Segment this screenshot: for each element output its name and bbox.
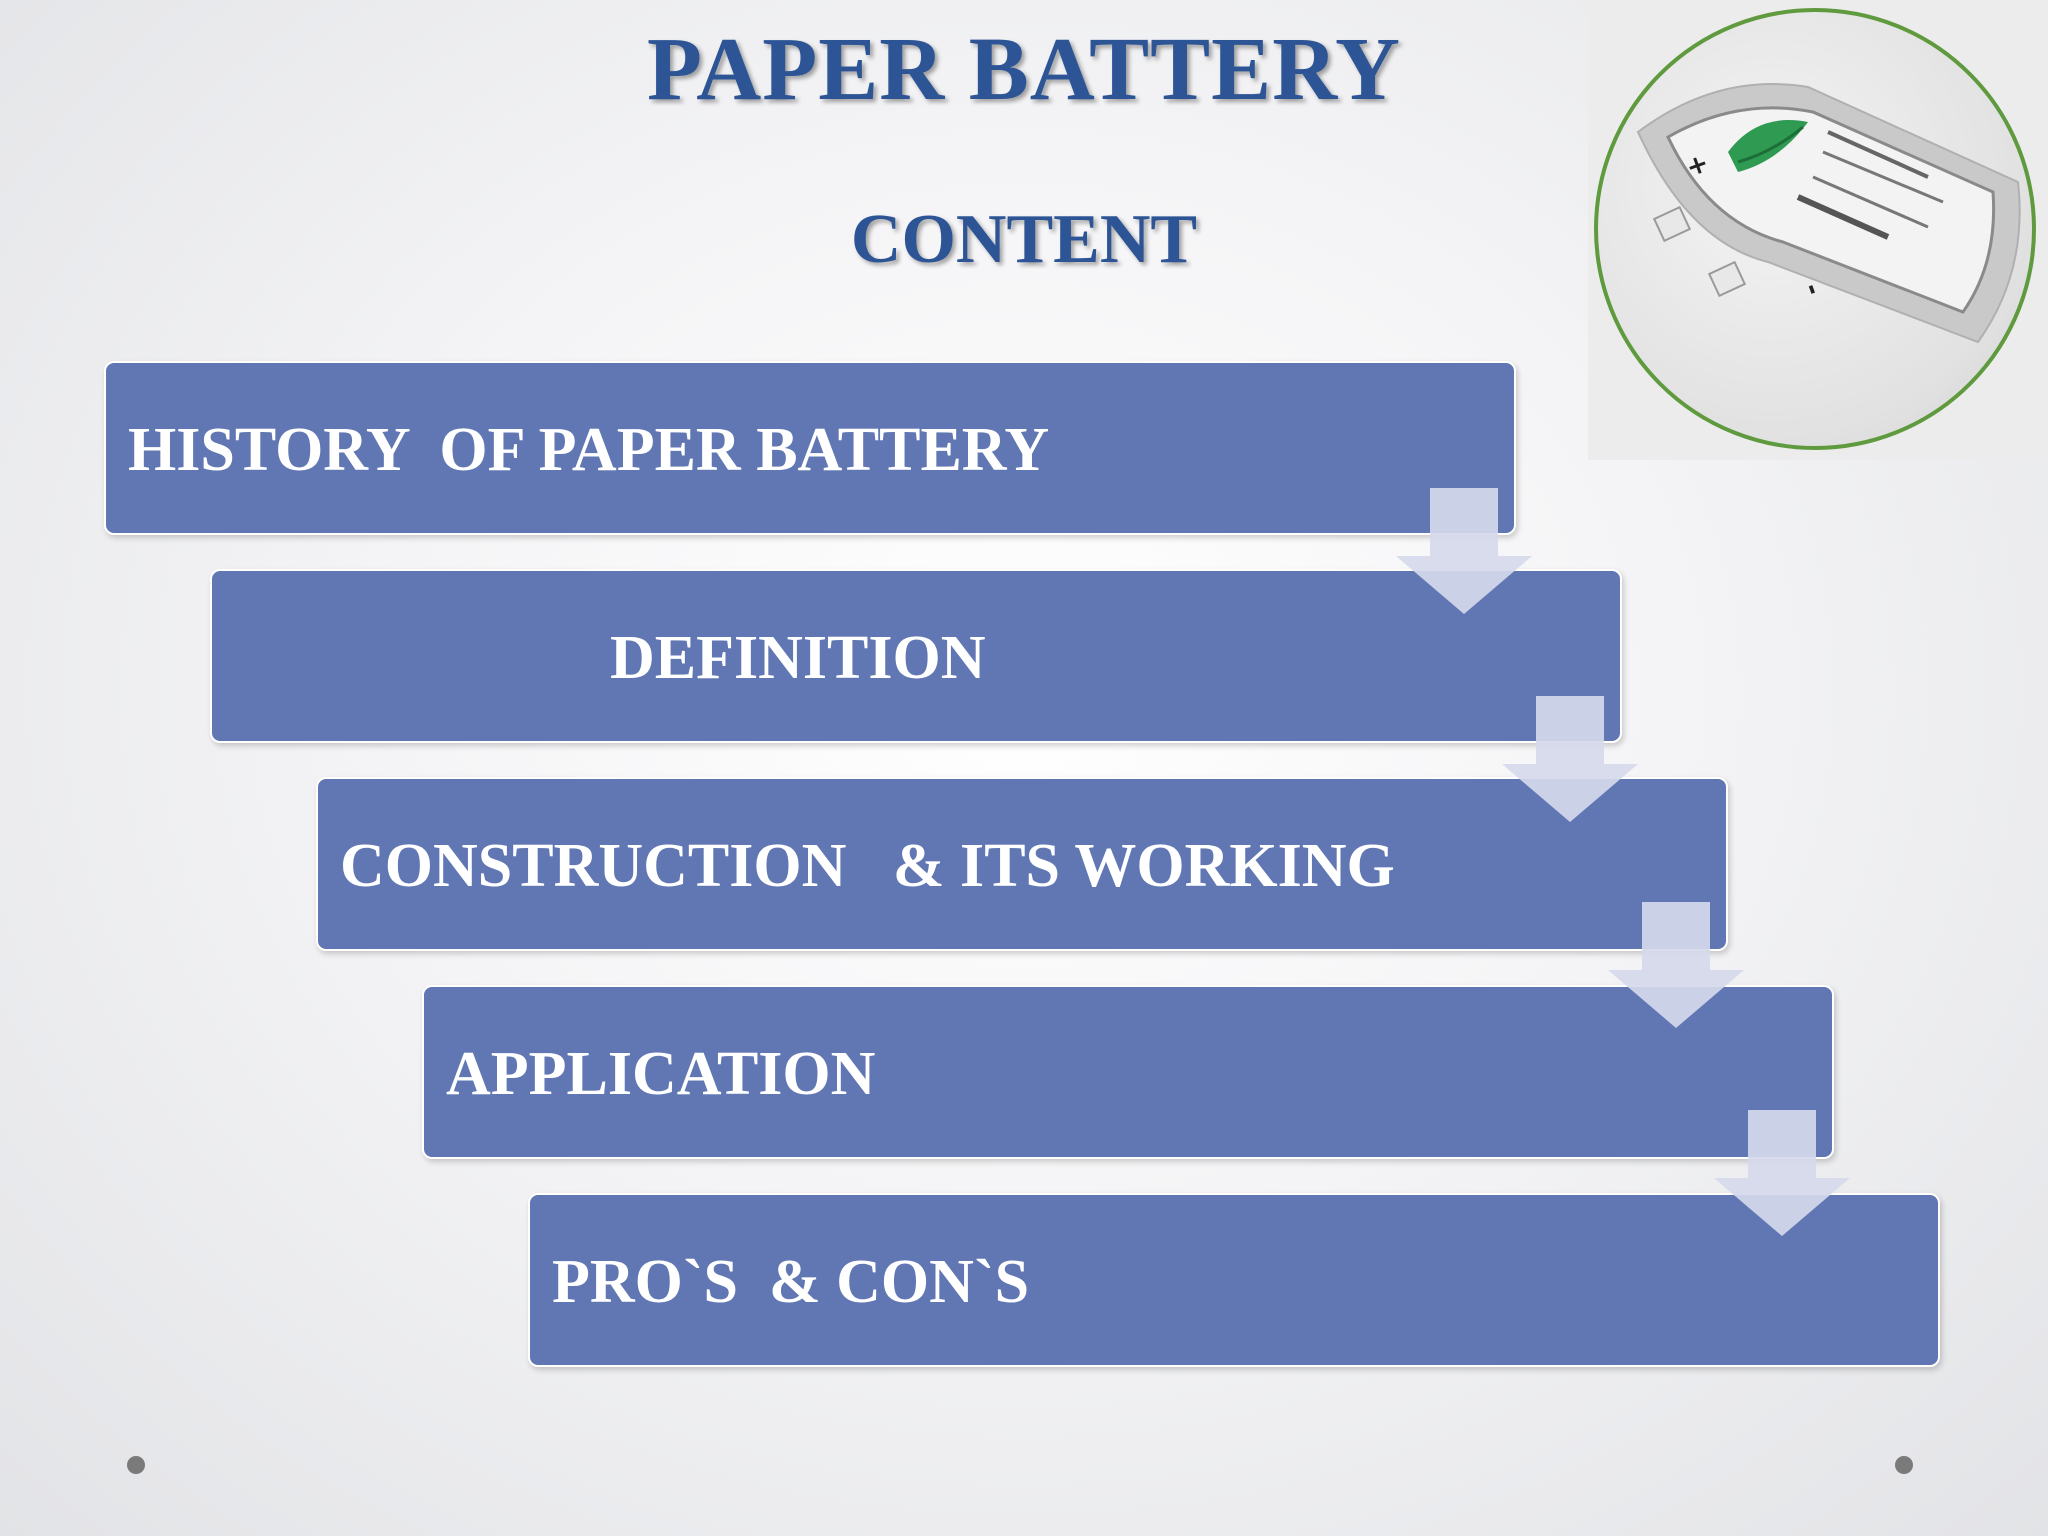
down-arrow-icon bbox=[1608, 902, 1744, 1028]
step-label-application: APPLICATION bbox=[446, 1040, 876, 1108]
paper-battery-photo: + - bbox=[1594, 8, 2036, 450]
slide-subtitle: CONTENT bbox=[850, 201, 1198, 278]
step-application: APPLICATION bbox=[422, 985, 1834, 1159]
step-history: HISTORY OF PAPER BATTERY bbox=[104, 361, 1516, 535]
step-label-history: HISTORY OF PAPER BATTERY bbox=[128, 416, 1050, 484]
svg-text:-: - bbox=[1796, 279, 1828, 299]
step-label-construction: CONSTRUCTION & ITS WORKING bbox=[340, 832, 1395, 900]
bullet-right-dot bbox=[1895, 1456, 1913, 1474]
down-arrow-icon bbox=[1396, 488, 1532, 614]
step-definition: DEFINITION bbox=[210, 569, 1622, 743]
step-label-pros-cons: PRO`S & CON`S bbox=[552, 1248, 1030, 1316]
down-arrow-icon bbox=[1502, 696, 1638, 822]
bullet-left-dot bbox=[127, 1456, 145, 1474]
slide-title: PAPER BATTERY bbox=[646, 20, 1402, 119]
down-arrow-icon bbox=[1714, 1110, 1850, 1236]
step-pros-cons: PRO`S & CON`S bbox=[528, 1193, 1940, 1367]
paper-battery-icon: + - bbox=[1636, 83, 2021, 344]
step-construction: CONSTRUCTION & ITS WORKING bbox=[316, 777, 1728, 951]
step-label-definition: DEFINITION bbox=[610, 624, 986, 692]
